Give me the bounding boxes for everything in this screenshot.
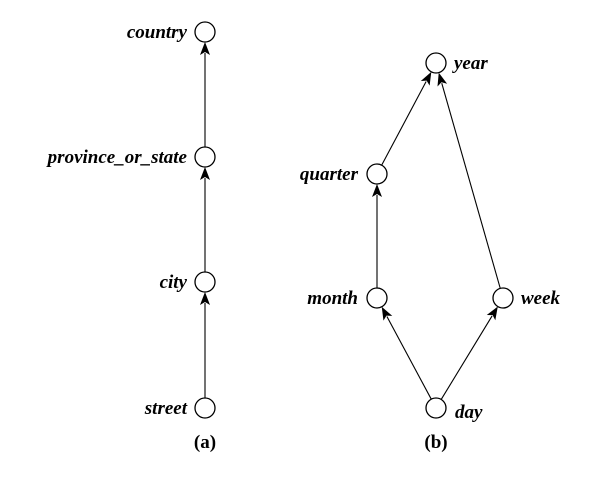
arrowhead-week-from-day <box>486 306 498 321</box>
node-province-or-state <box>194 146 216 168</box>
label-week: week <box>521 288 561 309</box>
panel-b: year quarter month week day (b) <box>300 52 561 453</box>
edges-layer <box>200 42 501 400</box>
node-month <box>366 287 388 309</box>
caption-a: (a) <box>194 432 216 453</box>
label-day: day <box>455 402 483 423</box>
label-country: country <box>127 22 188 43</box>
label-quarter: quarter <box>300 164 359 185</box>
node-city <box>194 271 216 293</box>
panel-a: country province_or_state city street (a… <box>46 21 216 453</box>
edge-quarter-to-year <box>381 81 427 166</box>
node-country <box>194 21 216 43</box>
label-year: year <box>452 53 488 74</box>
arrowhead-month-from-day <box>381 306 393 321</box>
edge-week-to-year <box>441 83 501 289</box>
arrowhead-quarter-from-month <box>372 184 382 197</box>
label-month: month <box>307 288 358 309</box>
label-province-or-state: province_or_state <box>46 147 188 168</box>
node-quarter <box>366 163 388 185</box>
node-week <box>492 287 514 309</box>
arrowhead-country-from-province-or-state <box>200 42 210 55</box>
label-city: city <box>160 272 188 293</box>
arrowhead-province-or-state-from-city <box>200 167 210 180</box>
caption-b: (b) <box>424 432 447 453</box>
edge-day-to-month <box>386 316 432 400</box>
arrowhead-year-from-quarter <box>420 71 432 86</box>
arrowhead-year-from-week <box>437 72 448 87</box>
label-street: street <box>144 398 188 419</box>
edge-day-to-week <box>440 315 493 400</box>
node-year <box>425 52 447 74</box>
node-day <box>425 397 447 419</box>
arrowhead-city-from-street <box>200 292 210 305</box>
node-street <box>194 397 216 419</box>
